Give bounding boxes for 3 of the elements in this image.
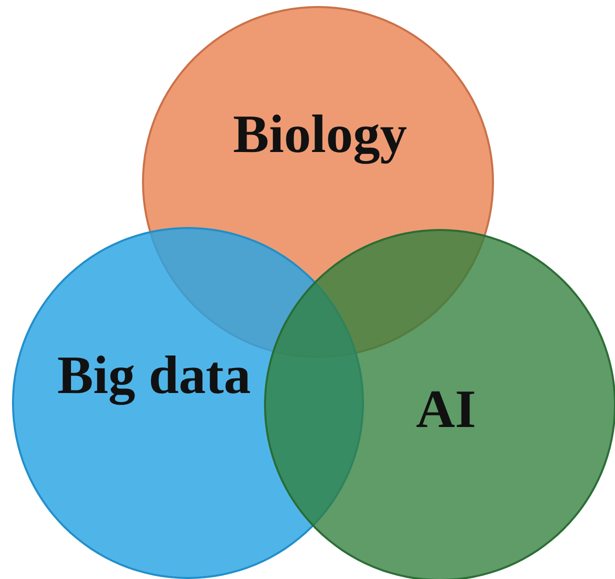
circle-label: Biology <box>232 106 408 163</box>
circle-label: Big data <box>56 347 252 404</box>
circle-label: AI <box>414 381 477 438</box>
